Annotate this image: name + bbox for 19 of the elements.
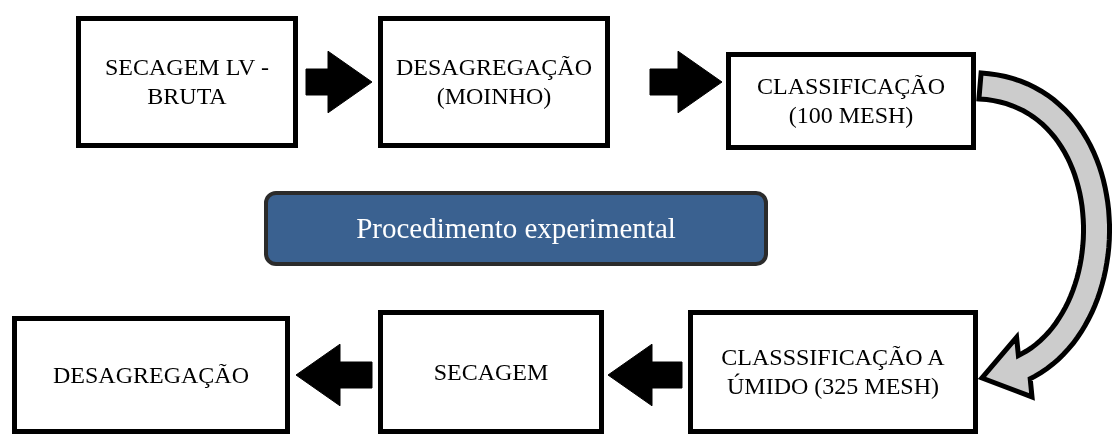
process-box xyxy=(688,310,978,434)
box-label: CLASSIFICAÇÃO (100 MESH) xyxy=(755,72,946,130)
block-arrow xyxy=(649,50,723,114)
block-arrow xyxy=(976,70,1112,401)
box-label: SECAGEM LV - BRUTA xyxy=(104,53,270,111)
block-arrow xyxy=(305,50,373,114)
process-box xyxy=(12,316,290,434)
box-label: DESAGREGAÇÃO xyxy=(53,360,249,390)
title-banner xyxy=(264,191,768,266)
box-label: DESAGREGAÇÃO (MOINHO) xyxy=(395,53,593,111)
box-label: SECAGEM xyxy=(433,357,549,387)
process-box xyxy=(76,16,298,148)
block-arrow xyxy=(607,343,683,407)
process-box xyxy=(378,16,610,148)
process-box xyxy=(378,310,604,434)
block-arrow xyxy=(295,343,373,407)
box-label: Procedimento experimental xyxy=(356,211,676,246)
process-box xyxy=(726,52,976,150)
box-label: CLASSSIFICAÇÃO A ÚMIDO (325 MESH) xyxy=(720,343,946,401)
